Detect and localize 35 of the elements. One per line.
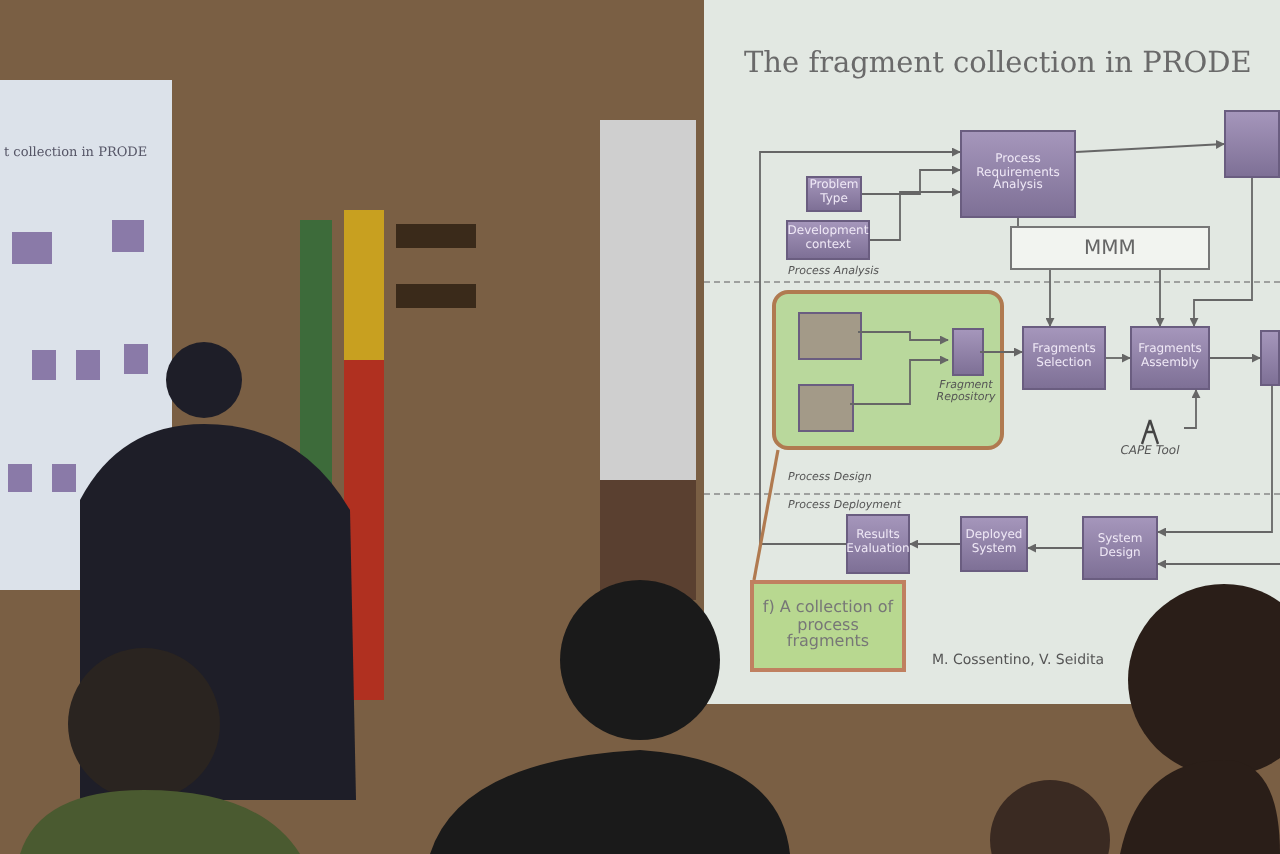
- arrow: [979, 347, 1023, 357]
- arrow: [1157, 559, 1280, 569]
- arrow: [1189, 177, 1253, 327]
- arrow: [849, 355, 949, 405]
- arrow: [1183, 389, 1201, 429]
- arrow: [1209, 353, 1261, 363]
- arrow: [861, 165, 961, 195]
- leader-line: [752, 449, 780, 581]
- arrow: [1045, 269, 1055, 327]
- arrow: [1155, 269, 1165, 327]
- arrow: [1105, 353, 1131, 363]
- fragment-box: [798, 384, 854, 432]
- fragment-group-panel: [772, 290, 1004, 450]
- repository-box: [1010, 226, 1210, 270]
- arrow: [1075, 139, 1225, 153]
- node-label: MMM: [1084, 237, 1136, 259]
- arrow: [1027, 543, 1083, 553]
- process-box: [1130, 326, 1210, 390]
- process-box: [1260, 330, 1280, 386]
- arrow: [857, 331, 949, 345]
- arrow: [909, 539, 961, 549]
- process-box: [1224, 110, 1280, 178]
- process-box: [960, 130, 1076, 218]
- repository-box: [952, 328, 984, 376]
- fragment-box: [798, 312, 862, 360]
- process-box: [1082, 516, 1158, 580]
- arrow: [1157, 385, 1273, 537]
- slide-title: The fragment collection in PRODE: [744, 48, 1252, 80]
- process-box: [960, 516, 1028, 572]
- process-box: [846, 514, 910, 574]
- arrow: [759, 147, 961, 545]
- callout-note: [750, 580, 906, 672]
- arrow: [869, 187, 961, 241]
- node-label: f) A collection of process fragments: [760, 599, 896, 653]
- process-box: [1022, 326, 1106, 390]
